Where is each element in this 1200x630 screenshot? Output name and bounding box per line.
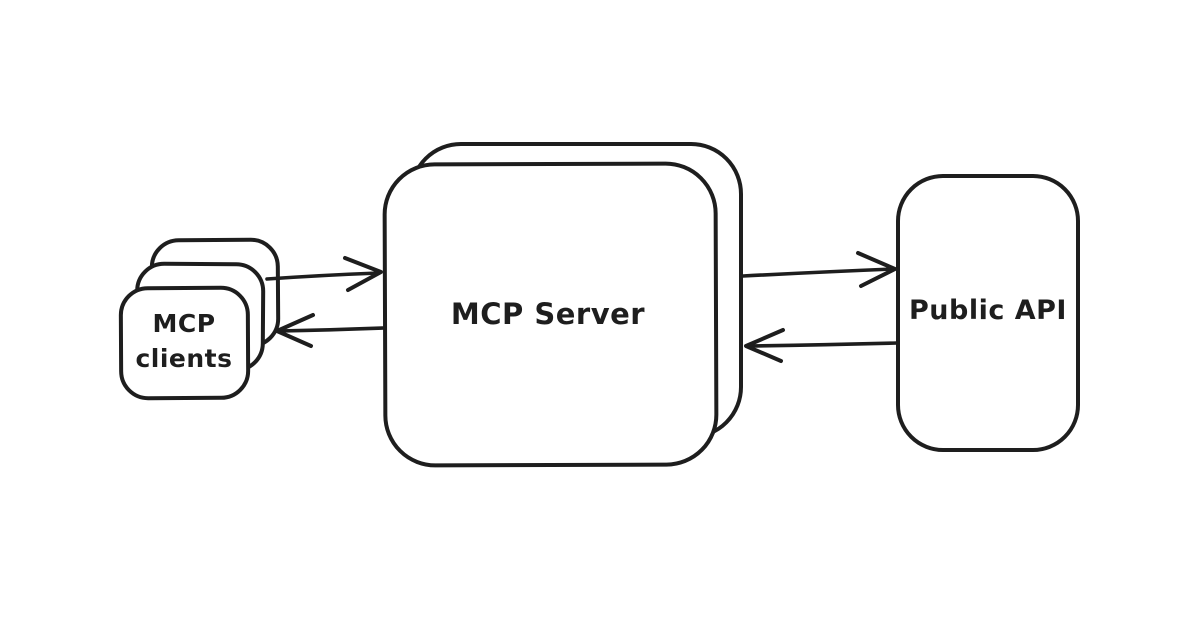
arrow-api-to-server-head bbox=[744, 328, 785, 363]
public-api-box bbox=[896, 174, 1080, 452]
arrow-server-to-clients-head bbox=[275, 313, 315, 348]
diagram-strokes bbox=[118, 142, 1080, 468]
arrow-api-to-server-line bbox=[746, 341, 899, 348]
arrow-api-to-server bbox=[744, 328, 899, 363]
node-mcp-clients bbox=[118, 237, 281, 401]
node-public-api bbox=[896, 174, 1080, 452]
diagram-labels: MCP clients MCP Server Public API bbox=[135, 295, 1067, 373]
node-mcp-server bbox=[382, 142, 743, 468]
arrow-server-to-clients bbox=[275, 313, 386, 348]
arrow-clients-to-server-line bbox=[265, 271, 381, 281]
arrow-clients-to-server bbox=[265, 256, 383, 292]
mcp-clients-label-line2: clients bbox=[135, 344, 232, 373]
arrow-server-to-clients-line bbox=[277, 326, 386, 333]
mcp-clients-label-line1: MCP bbox=[152, 309, 215, 338]
arrow-clients-to-server-head bbox=[343, 256, 383, 292]
arrow-server-to-api bbox=[741, 251, 897, 288]
mcp-server-box-front bbox=[382, 161, 719, 468]
arrow-server-to-api-line bbox=[741, 267, 895, 278]
mcp-clients-box-front bbox=[118, 285, 251, 401]
mcp-server-label: MCP Server bbox=[451, 297, 645, 331]
public-api-label: Public API bbox=[909, 295, 1067, 326]
arrow-server-to-api-head bbox=[856, 251, 897, 288]
